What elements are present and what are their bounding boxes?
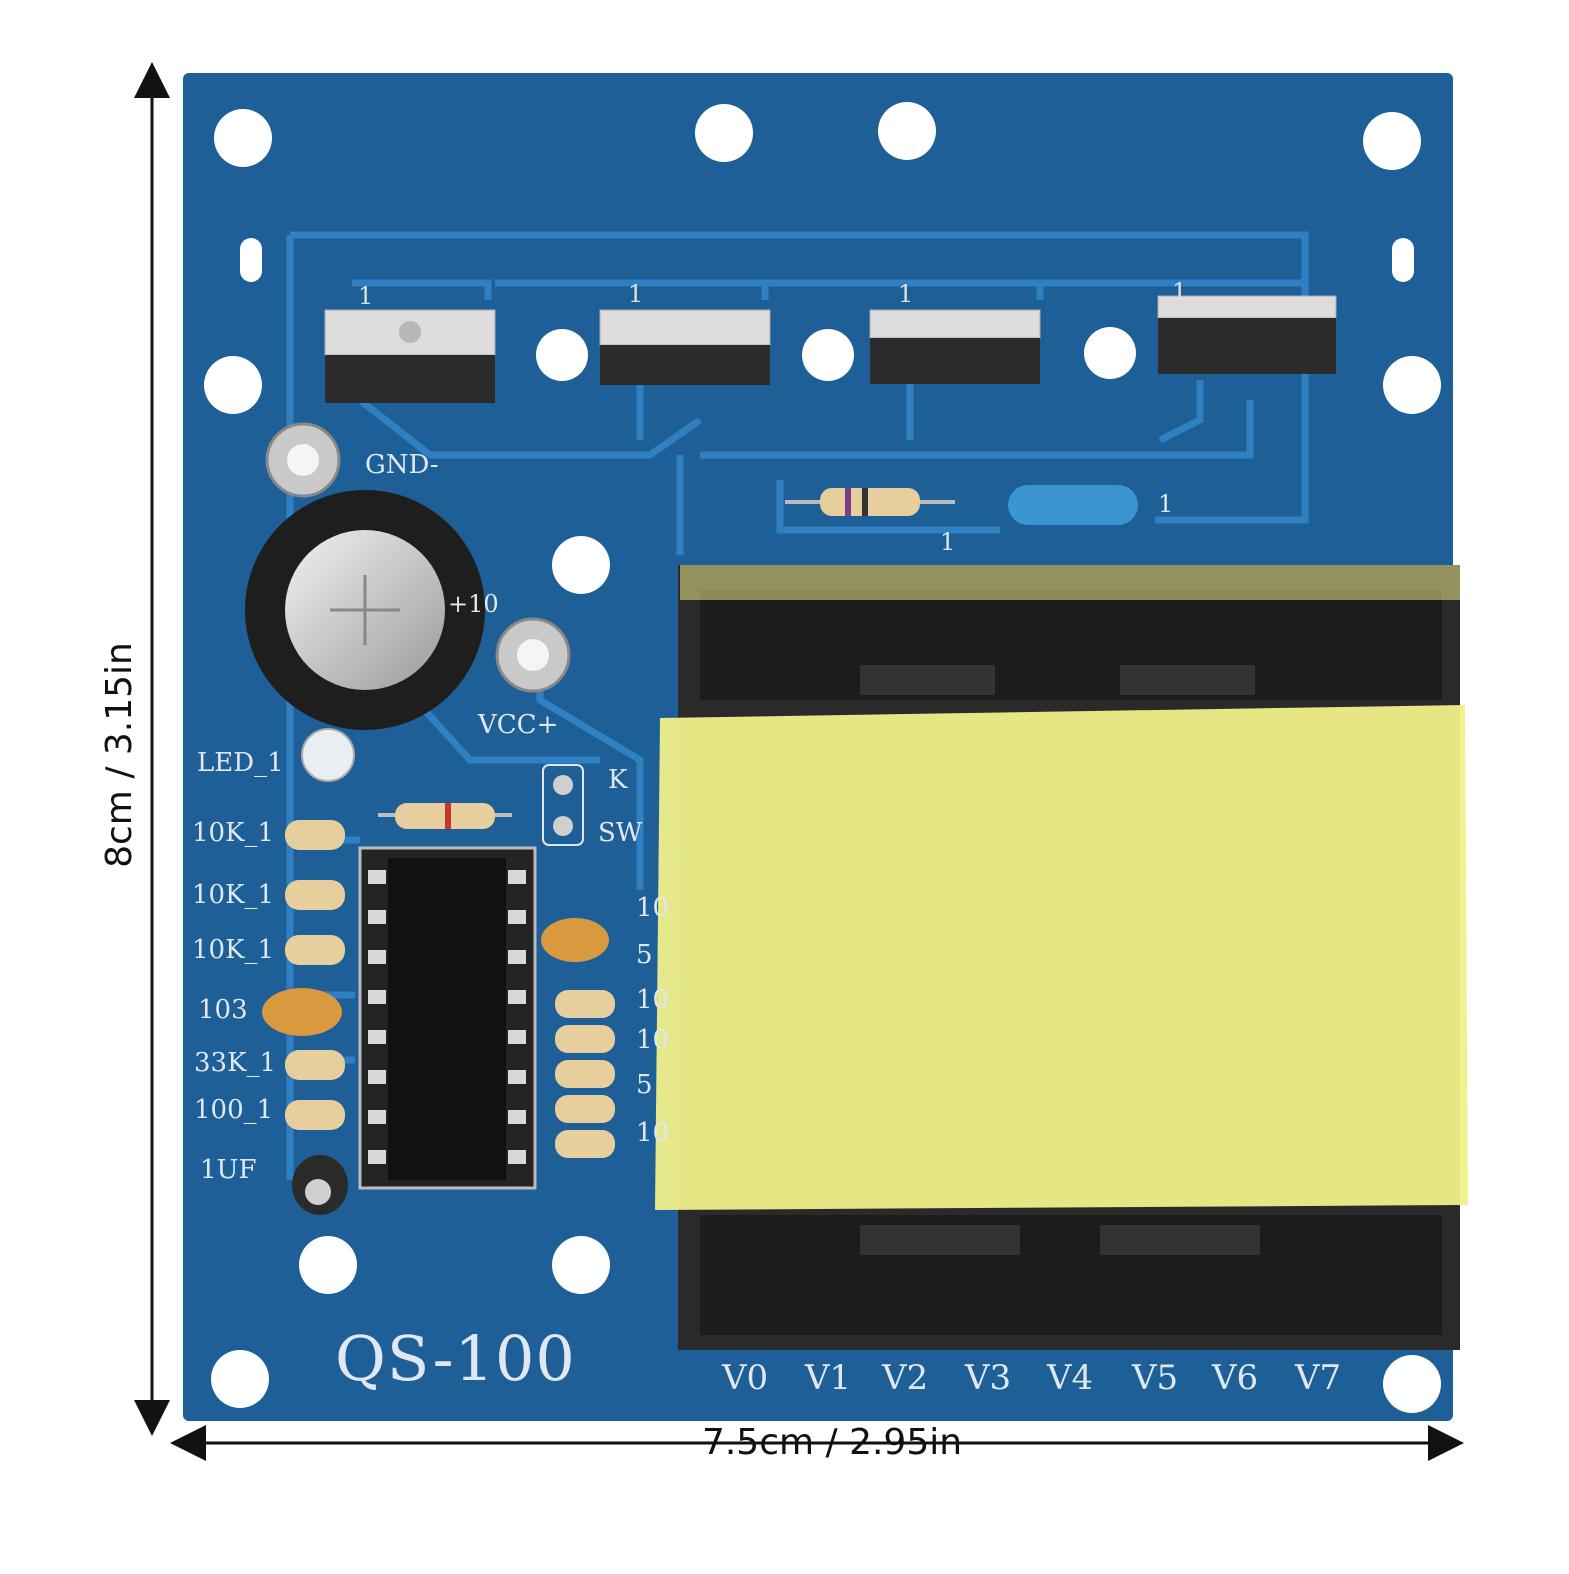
ic-chip bbox=[358, 846, 537, 1190]
led bbox=[301, 728, 355, 782]
resistor-label-2: 10K_1 bbox=[192, 880, 275, 910]
mosfet-2 bbox=[599, 309, 771, 385]
right-value-5: 5 bbox=[636, 1070, 653, 1100]
capacitor-label-1uf: 1UF bbox=[200, 1155, 257, 1185]
led-label: LED_1 bbox=[197, 748, 284, 778]
right-value-6: 10 bbox=[636, 1118, 670, 1148]
output-label-v4: V4 bbox=[1047, 1358, 1094, 1398]
output-label-v2: V2 bbox=[882, 1358, 929, 1398]
mounting-holes bbox=[204, 102, 1441, 1413]
left-components bbox=[262, 820, 348, 1215]
mosfet-mark-3: 1 bbox=[898, 280, 914, 308]
resistor-label-3: 10K_1 bbox=[192, 935, 275, 965]
transformer bbox=[655, 565, 1468, 1350]
output-label-v3: V3 bbox=[965, 1358, 1012, 1398]
sw-label: SW bbox=[598, 818, 643, 848]
mosfet-3 bbox=[869, 309, 1041, 384]
height-label: 8cm / 3.15in bbox=[99, 642, 140, 868]
output-label-v7: V7 bbox=[1295, 1358, 1342, 1398]
mosfet-1 bbox=[324, 309, 496, 403]
output-label-v0: V0 bbox=[722, 1358, 769, 1398]
board-model-label: QS-100 bbox=[335, 1322, 576, 1395]
right-value-2: 5 bbox=[636, 940, 653, 970]
output-label-v1: V1 bbox=[805, 1358, 852, 1398]
gnd-label: GND- bbox=[365, 450, 439, 480]
mosfet-mark-4: 1 bbox=[1172, 278, 1188, 306]
mosfet-4 bbox=[1157, 295, 1337, 374]
top-resistor bbox=[785, 488, 955, 516]
blue-capacitor bbox=[1008, 485, 1138, 525]
power-terminals bbox=[265, 422, 571, 693]
capacitor-label-103: 103 bbox=[198, 995, 248, 1025]
output-label-v5: V5 bbox=[1132, 1358, 1179, 1398]
middle-resistor bbox=[378, 803, 512, 829]
switch-pins bbox=[542, 764, 584, 846]
resistor-label-1: 10K_1 bbox=[192, 818, 275, 848]
cap-marking: +10 bbox=[448, 590, 499, 618]
right-value-4: 10 bbox=[636, 1025, 670, 1055]
right-components bbox=[541, 918, 615, 1158]
width-label: 7.5cm / 2.95in bbox=[701, 1422, 963, 1463]
right-value-3: 10 bbox=[636, 985, 670, 1015]
output-label-v6: V6 bbox=[1212, 1358, 1259, 1398]
resistor-label-100: 100_1 bbox=[194, 1095, 274, 1125]
right-value-1: 10 bbox=[636, 893, 670, 923]
k-label: K bbox=[608, 765, 628, 795]
resistor-mark-top: 1 bbox=[940, 528, 956, 556]
vcc-label: VCC+ bbox=[478, 710, 559, 740]
mosfet-row bbox=[324, 295, 1337, 403]
mosfet-mark-1: 1 bbox=[358, 282, 374, 310]
mosfet-mark-2: 1 bbox=[628, 280, 644, 308]
electrolytic-capacitor bbox=[245, 490, 485, 730]
yellow-tape bbox=[655, 705, 1468, 1210]
resistor-label-33k: 33K_1 bbox=[194, 1048, 277, 1078]
capacitor-mark-top: 1 bbox=[1158, 490, 1174, 518]
